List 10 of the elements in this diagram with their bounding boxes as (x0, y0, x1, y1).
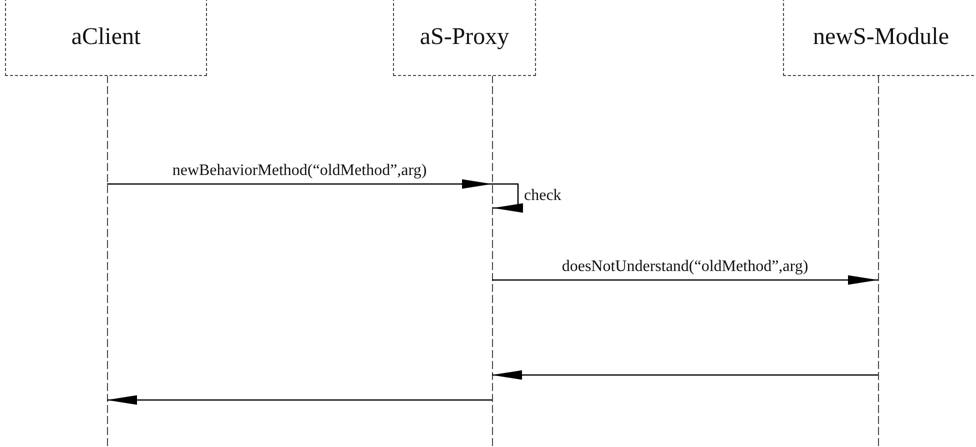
message-label: check (523, 187, 562, 205)
message-arrow (107, 179, 492, 189)
participant-name: aS-Proxy (420, 24, 510, 50)
message-label: newBehaviorMethod(“oldMethod”,arg) (171, 162, 428, 180)
message-arrow (492, 275, 878, 285)
message-arrow (107, 395, 492, 405)
message-arrow (492, 370, 878, 380)
participant-name: newS-Module (813, 24, 949, 50)
message-label: doesNotUnderstand(“oldMethod”,arg) (560, 258, 810, 276)
participant-name: aClient (71, 24, 141, 50)
